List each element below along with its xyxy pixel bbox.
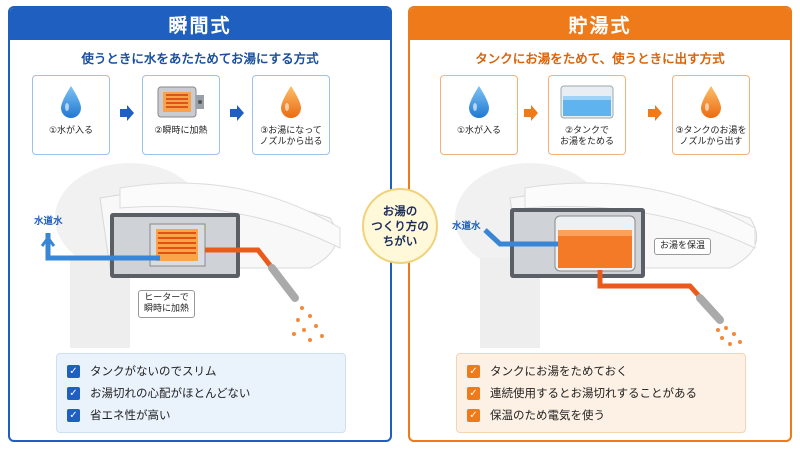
step-water-in: ①水が入る	[32, 75, 110, 155]
arrow-right-icon	[230, 105, 244, 121]
water-drop-icon	[33, 82, 109, 122]
feature-item: ✓省エネ性が高い	[67, 404, 335, 426]
step-label: ③タンクのお湯を ノズルから出す	[675, 126, 747, 147]
features-list: ✓タンクにお湯をためておく ✓連続使用するとお湯切れすることがある ✓保温のため…	[456, 353, 746, 433]
step-water-in: ①水が入る	[440, 75, 518, 155]
heater-callout: ヒーターで 瞬時に加熱	[138, 290, 196, 318]
checkbox-icon: ✓	[67, 386, 80, 400]
checkbox-icon: ✓	[467, 364, 480, 378]
checkbox-icon: ✓	[467, 386, 480, 400]
step-store: ②タンクで お湯をためる	[548, 75, 626, 155]
feature-item: ✓タンクがないのでスリム	[67, 360, 335, 382]
panel-title: 貯湯式	[410, 8, 790, 40]
toilet-storage-diagram	[455, 163, 758, 348]
arrow-right-icon	[648, 105, 662, 121]
step-heat: ②瞬時に加熱	[142, 75, 220, 155]
toilet-instant-diagram	[40, 163, 341, 348]
water-drop-icon	[441, 82, 517, 122]
step-hot-water-out: ③タンクのお湯を ノズルから出す	[672, 75, 750, 155]
hot-drop-icon	[673, 82, 749, 122]
step-hot-water-out: ③お湯になって ノズルから出る	[252, 75, 330, 155]
feature-item: ✓お湯切れの心配がほとんどない	[67, 382, 335, 404]
step-label: ①水が入る	[456, 126, 502, 136]
tap-water-label: 水道水	[34, 216, 63, 227]
step-label: ②瞬時に加熱	[154, 126, 208, 136]
keep-warm-callout: お湯を保温	[654, 238, 712, 255]
instant-type-panel: 瞬間式 使うときに水をあたためてお湯にする方式 ①水が入る ②瞬時に加熱 ③お湯…	[8, 6, 392, 442]
feature-item: ✓保温のため電気を使う	[467, 404, 735, 426]
checkbox-icon: ✓	[67, 364, 80, 378]
panel-title: 瞬間式	[10, 8, 390, 40]
hot-drop-icon	[253, 82, 329, 122]
feature-item: ✓連続使用するとお湯切れすることがある	[467, 382, 735, 404]
checkbox-icon: ✓	[67, 408, 80, 422]
checkbox-icon: ✓	[467, 408, 480, 422]
heater-icon	[143, 82, 219, 122]
arrow-right-icon	[120, 105, 134, 121]
feature-item: ✓タンクにお湯をためておく	[467, 360, 735, 382]
features-list: ✓タンクがないのでスリム ✓お湯切れの心配がほとんどない ✓省エネ性が高い	[56, 353, 346, 433]
storage-type-panel: 貯湯式 タンクにお湯をためて、使うときに出す方式 ①水が入る ②タンクで お湯を…	[408, 6, 792, 442]
step-label: ③お湯になって ノズルから出る	[259, 126, 323, 147]
step-label: ①水が入る	[48, 126, 94, 136]
panel-subtitle: タンクにお湯をためて、使うときに出す方式	[475, 51, 725, 66]
panel-subtitle: 使うときに水をあたためてお湯にする方式	[81, 51, 319, 66]
comparison-badge: お湯の つくり方の ちがい	[362, 188, 438, 264]
tank-icon	[549, 82, 625, 122]
tap-water-label: 水道水	[452, 221, 481, 232]
arrow-right-icon	[524, 105, 538, 121]
step-label: ②タンクで お湯をためる	[559, 126, 614, 147]
